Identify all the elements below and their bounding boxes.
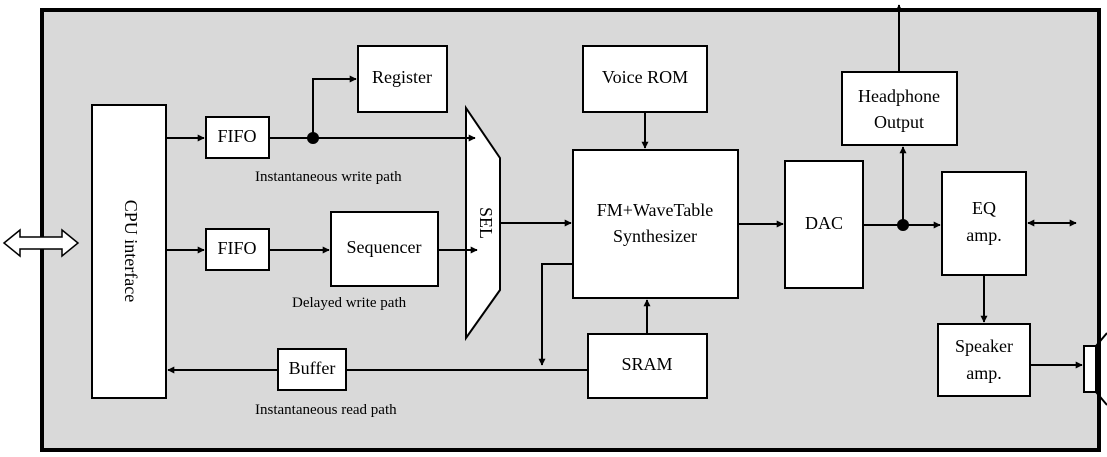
headphone-label-line1: Headphone <box>858 86 940 106</box>
sel-label: SEL <box>476 207 496 239</box>
sel-multiplexer: SEL <box>465 104 501 342</box>
synthesizer-label-line1: FM+WaveTable <box>597 200 713 220</box>
fifo-bottom-block: FIFO <box>205 228 270 271</box>
synth-to-read-path-arrow <box>538 263 573 366</box>
delayed-write-path-caption: Delayed write path <box>292 295 407 311</box>
speaker-amp-label-line1: Speaker <box>955 336 1013 356</box>
speaker-amp-label-line2: amp. <box>966 363 1002 383</box>
eq-amp-label-line1: EQ <box>972 198 996 218</box>
buffer-label: Buffer <box>289 358 336 378</box>
sequencer-block: Sequencer <box>330 211 439 287</box>
sram-block: SRAM <box>587 333 708 399</box>
synthesizer-block: FM+WaveTable Synthesizer <box>572 149 739 299</box>
write-junction-dot <box>307 132 319 144</box>
speaker-icon <box>1083 332 1107 406</box>
signal-wires <box>166 4 1083 374</box>
register-label: Register <box>372 67 432 87</box>
sequencer-label: Sequencer <box>347 237 422 257</box>
fifo-top-block: FIFO <box>205 116 270 159</box>
fifo-top-label: FIFO <box>217 126 256 146</box>
sram-label: SRAM <box>621 354 672 374</box>
speaker-amp-block: Speaker amp. <box>937 323 1031 397</box>
cpu-interface-block: CPU interface <box>91 104 167 399</box>
fifo-bottom-label: FIFO <box>217 238 256 258</box>
headphone-output-block: Headphone Output <box>841 71 958 146</box>
voice-rom-label: Voice ROM <box>602 67 688 87</box>
dac-label: DAC <box>805 213 843 233</box>
eq-amp-block: EQ amp. <box>941 171 1027 276</box>
synthesizer-label-line2: Synthesizer <box>613 226 697 246</box>
instantaneous-read-path-caption: Instantaneous read path <box>255 402 397 418</box>
buffer-block: Buffer <box>277 348 347 391</box>
double-headed-hollow-arrow-icon <box>2 228 80 258</box>
eq-amp-label-line2: amp. <box>966 225 1002 245</box>
junction-to-register-arrow <box>312 75 357 138</box>
register-block: Register <box>357 45 448 113</box>
cpu-interface-label: CPU interface <box>121 200 141 302</box>
instantaneous-write-path-caption: Instantaneous write path <box>255 169 402 185</box>
headphone-label-line2: Output <box>874 112 924 132</box>
voice-rom-block: Voice ROM <box>582 45 708 113</box>
dac-block: DAC <box>784 160 864 289</box>
